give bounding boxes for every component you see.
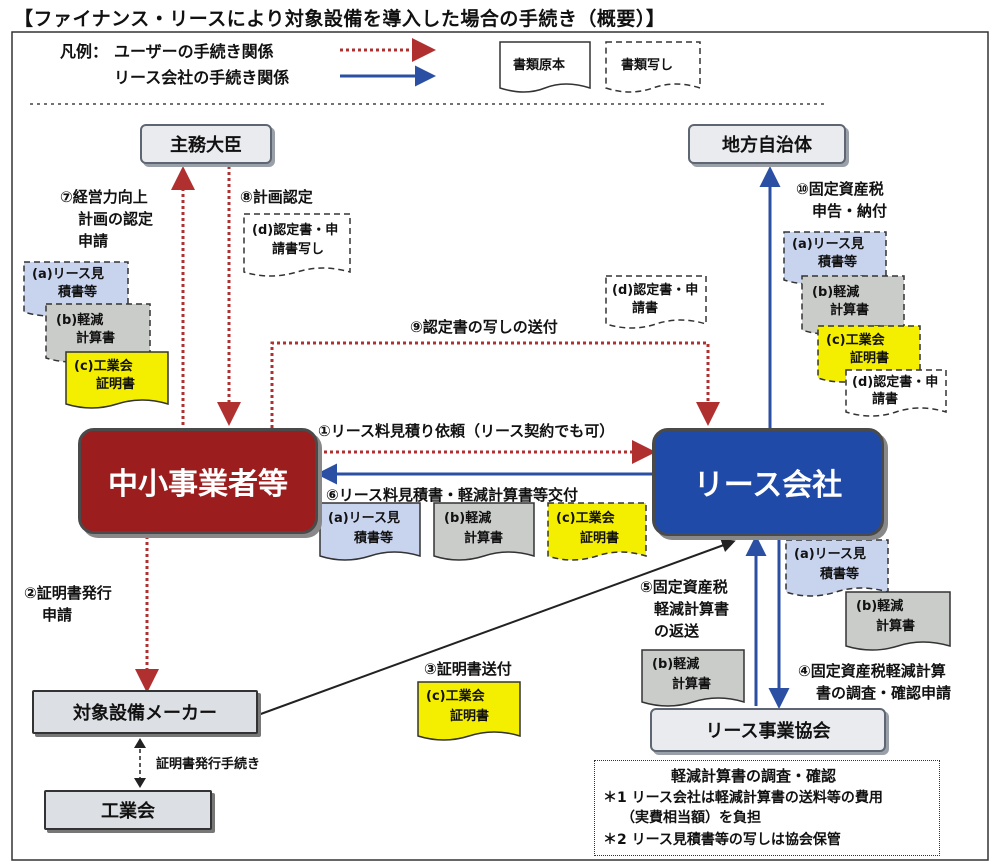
doc-a-step4-line2: 積書等 [820, 567, 860, 582]
note1-line1: ＊1 リース会社は軽減計算書の送料等の費用 [603, 790, 883, 806]
doc-c-step10-line2: 証明書 [850, 351, 890, 366]
node-lease-company: リース会社 [652, 428, 884, 536]
doc-a-step7-line1: (a)リース見 [32, 267, 105, 282]
doc-c-step6-line1: (c)工業会 [556, 511, 615, 526]
doc-c-step6 [547, 502, 647, 561]
label-step4-line1: ④固定資産税軽減計算 [798, 662, 946, 680]
doc-c-step6-line2: 証明書 [580, 531, 620, 546]
doc-a-step6 [319, 502, 421, 561]
node-maker: 対象設備メーカー [32, 690, 258, 734]
doc-c-step10 [817, 325, 921, 383]
label-step10-line2: 申告・納付 [812, 202, 888, 220]
legend-original-label: 書類原本 [513, 58, 566, 73]
doc-b-step5-line1: (b)軽減 [652, 657, 700, 672]
doc-c-step7-line1: (c)工業会 [74, 359, 133, 374]
doc-c-step7-line2: 証明書 [96, 377, 136, 392]
node-industry-assoc: 工業会 [44, 790, 212, 830]
label-step5-line3: の返送 [654, 622, 700, 640]
label-step2-line1: ②証明書発行 [24, 584, 112, 602]
label-step5-line1: ⑤固定資産税 [640, 578, 728, 596]
label-step3: ③証明書送付 [424, 660, 512, 678]
doc-b-step7-line2: 計算書 [76, 331, 116, 346]
doc-b-step6 [433, 502, 535, 561]
doc-a-step4-line1: (a)リース見 [794, 547, 867, 562]
doc-a-step6-line2: 積書等 [354, 531, 394, 546]
arrow-cert-procedure-down [134, 778, 146, 788]
node-sme: 中小事業者等 [78, 428, 318, 534]
legend-copy-doc [605, 41, 701, 93]
doc-b-step10-line1: (b)軽減 [812, 285, 860, 300]
node-lease-assoc: リース事業協会 [650, 708, 886, 752]
doc-b-step4-line2: 計算書 [876, 619, 916, 634]
doc-b-step6-line1: (b)軽減 [444, 511, 492, 526]
doc-c-step3 [417, 681, 521, 741]
doc-a-step10-line1: (a)リース見 [792, 237, 865, 252]
doc-a-step7 [23, 261, 129, 317]
label-step2-line2: 申請 [42, 606, 73, 624]
label-step7-line2: 計画の認定 [78, 210, 154, 228]
arrow-step9 [270, 341, 720, 428]
legend-prefix: 凡例： [60, 42, 109, 61]
legend-copy-label: 書類写し [621, 58, 674, 73]
note2: ＊2 リース見積書等の写しは協会保管 [603, 832, 841, 848]
doc-d-step10-line1: (d)認定書・申 [852, 375, 939, 390]
doc-b-step4-line1: (b)軽減 [856, 599, 904, 614]
arrow-cert-procedure-up [134, 738, 146, 748]
note-heading: 軽減計算書の調査・確認 [671, 767, 837, 785]
doc-c-step3-line1: (c)工業会 [426, 689, 485, 704]
doc-a-step4 [785, 539, 889, 597]
legend-lease-label: リース会社の手続き関係 [114, 68, 290, 87]
label-cert-procedure: 証明書発行手続き [156, 757, 261, 772]
doc-b-step5-line2: 計算書 [672, 677, 712, 692]
note-box: 軽減計算書の調査・確認 ＊1 リース会社は軽減計算書の送料等の費用 （実費相当額… [594, 760, 940, 856]
label-step4-line2: 書の調査・確認申請 [816, 684, 952, 702]
doc-b-step6-line2: 計算書 [464, 531, 504, 546]
label-step7-line1: ⑦経営力向上 [60, 188, 148, 206]
outer-frame [11, 31, 989, 861]
doc-b-step10-line2: 計算書 [830, 303, 870, 318]
doc-d-step10 [845, 369, 947, 417]
doc-a-step6-line1: (a)リース見 [328, 511, 401, 526]
node-minister: 主務大臣 [140, 124, 272, 164]
label-step6: ⑥リース料見積書・軽減計算書等交付 [326, 486, 578, 504]
label-step8: ⑧計画認定 [240, 188, 313, 206]
doc-b-step5 [641, 649, 745, 707]
doc-d-step8-line2: 請書写し [272, 242, 325, 257]
doc-d-step8-line1: (d)認定書・申 [252, 223, 339, 238]
label-step5-line2: 軽減計算書 [654, 600, 730, 618]
legend-original-doc [499, 41, 591, 93]
page-title: 【ファイナンス・リースにより対象設備を導入した場合の手続き（概要）】 [14, 8, 666, 30]
doc-d-step9-line2: 請書 [632, 301, 659, 316]
node-local-gov: 地方自治体 [688, 124, 846, 164]
doc-b-step7-line1: (b)軽減 [56, 313, 104, 328]
doc-c-step10-line1: (c)工業会 [826, 333, 885, 348]
doc-d-step10-line2: 請書 [872, 392, 899, 407]
doc-a-step10-line2: 積書等 [818, 255, 858, 270]
doc-a-step7-line2: 積書等 [58, 285, 98, 300]
doc-b-step4 [845, 591, 951, 651]
legend-user-label: ユーザーの手続き関係 [114, 42, 274, 61]
doc-d-step8 [243, 213, 351, 277]
doc-d-step9 [605, 275, 707, 329]
label-step9: ⑨認定書の写しの送付 [410, 318, 558, 336]
label-step1: ①リース料見積り依頼（リース契約でも可） [318, 422, 615, 440]
doc-c-step7 [65, 351, 169, 409]
arrow-step3 [257, 538, 736, 716]
doc-d-step9-line1: (d)認定書・申 [612, 283, 699, 298]
label-step10-line1: ⑩固定資産税 [796, 180, 884, 198]
doc-c-step3-line2: 証明書 [450, 709, 490, 724]
note1-line2: （実費相当額）を負担 [621, 810, 761, 826]
label-step7-line3: 申請 [78, 232, 109, 250]
